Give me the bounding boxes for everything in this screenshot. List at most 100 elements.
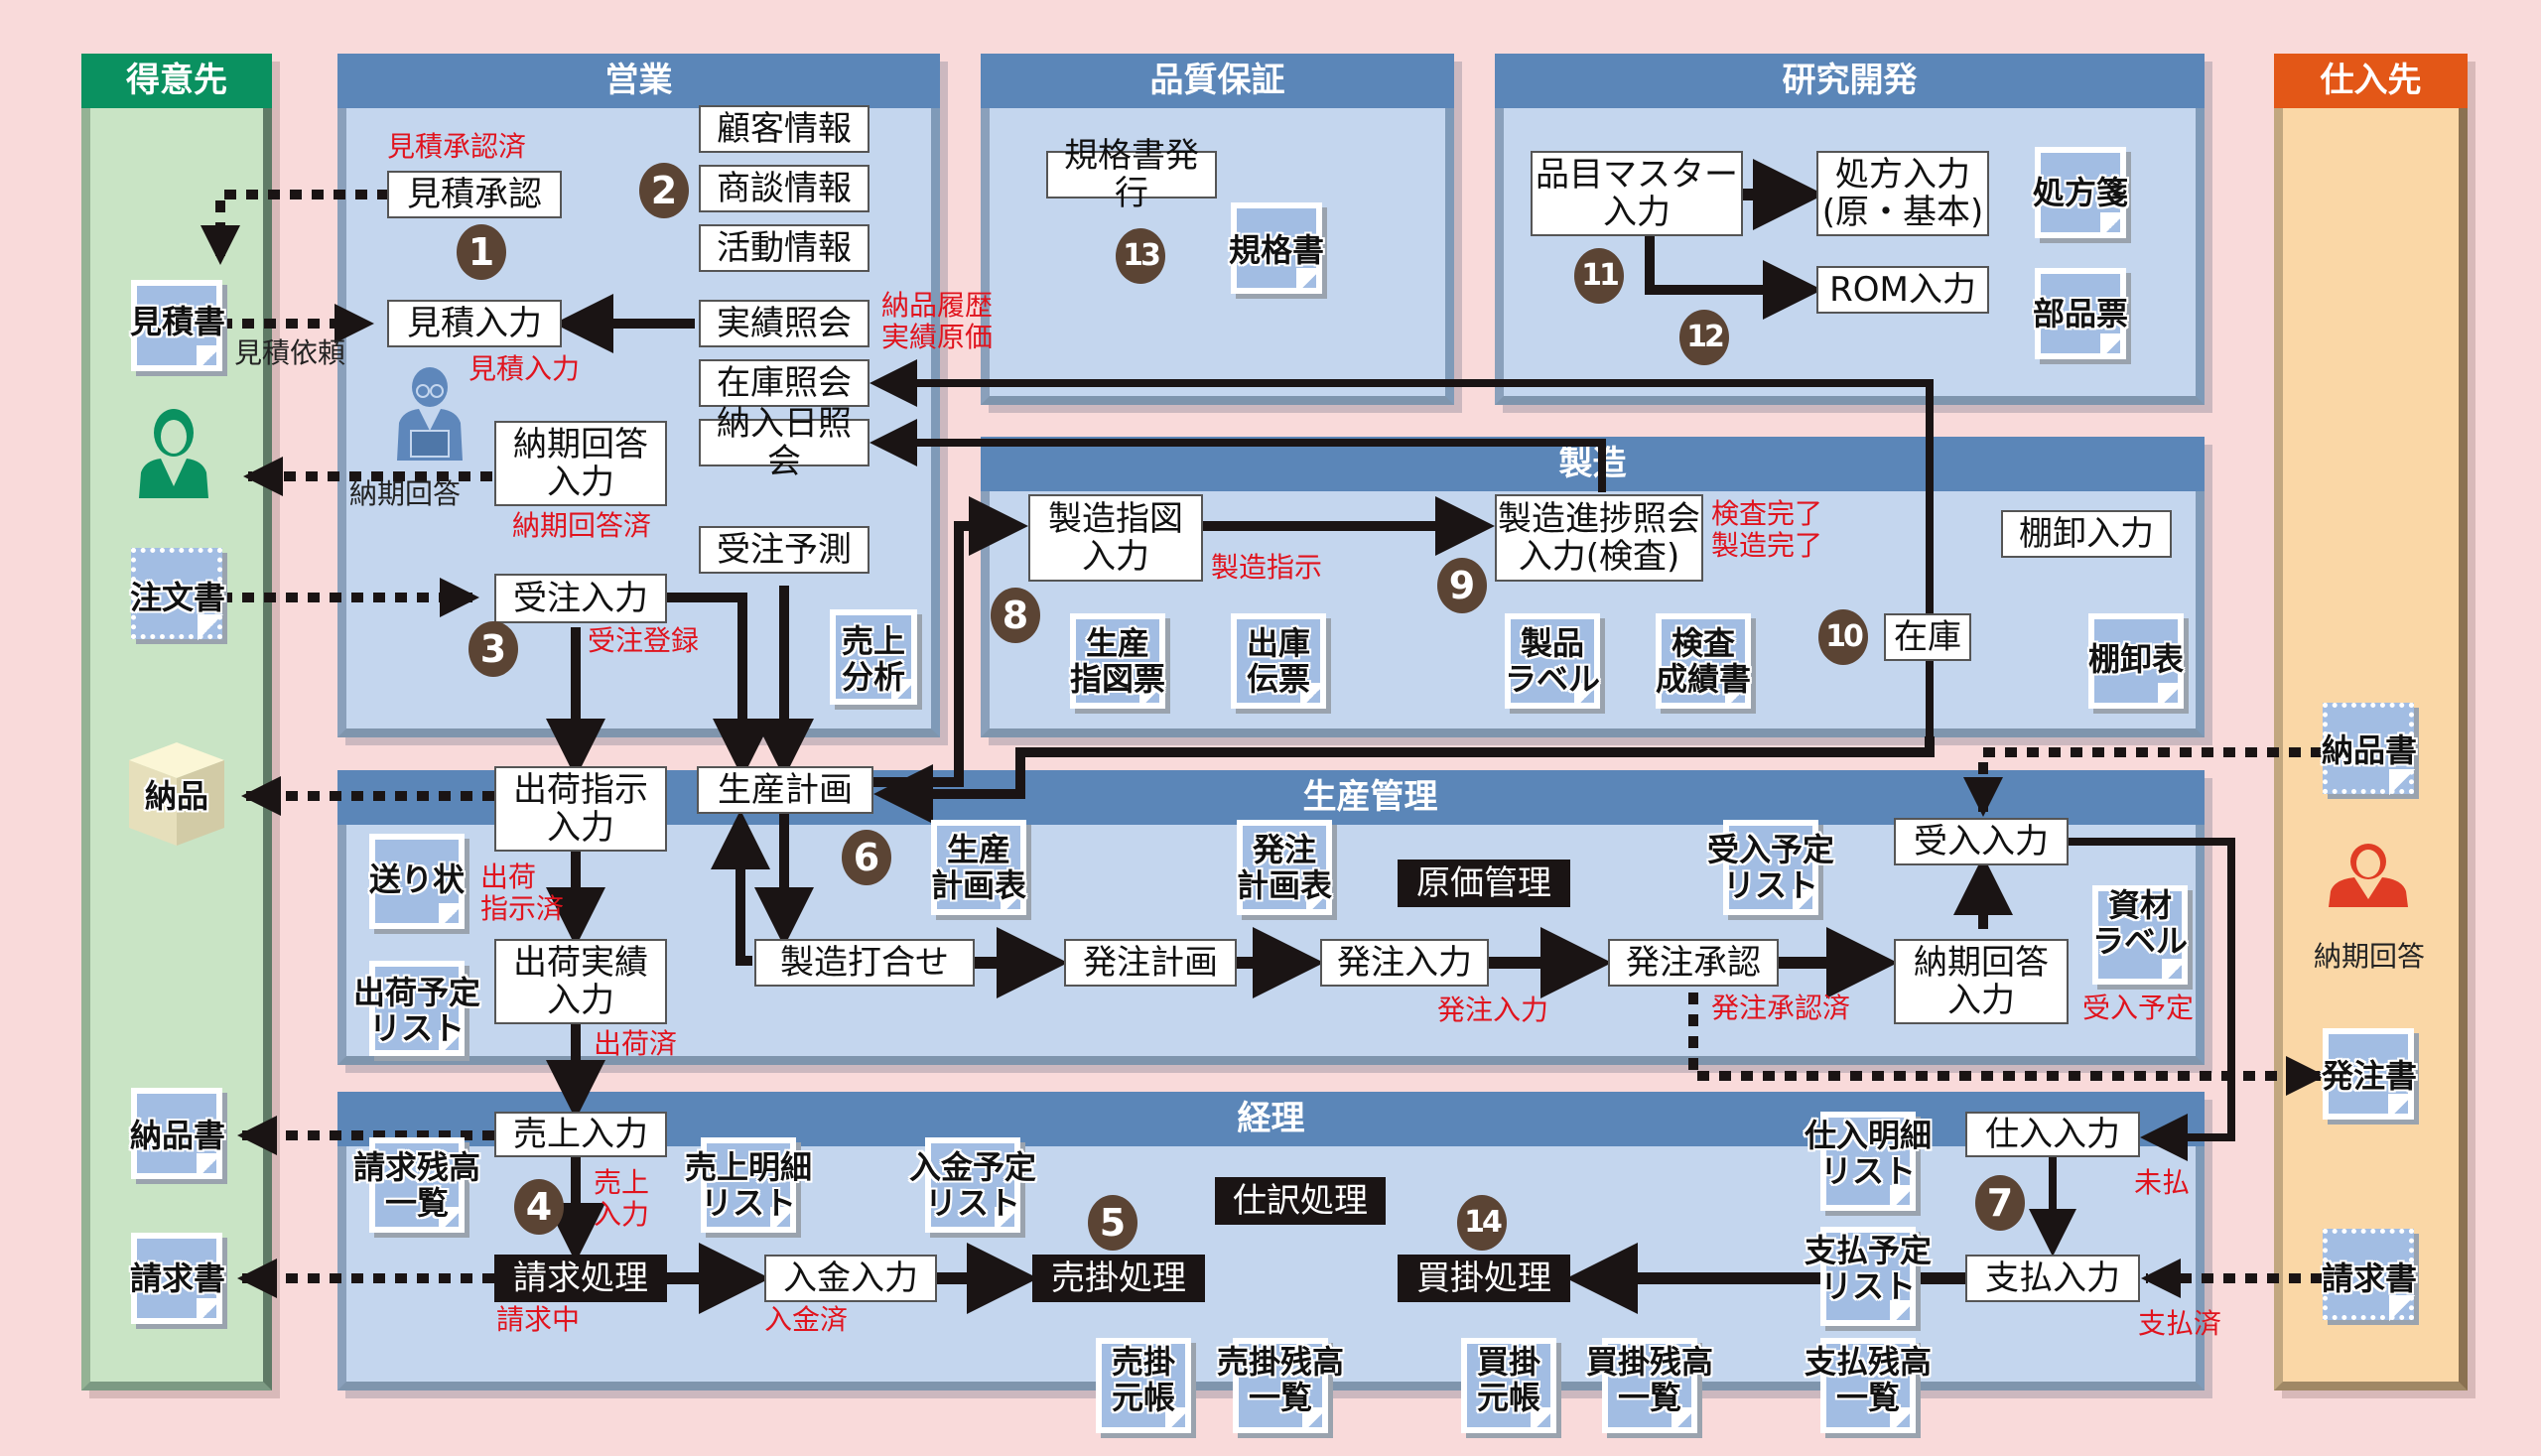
box-order-forecast[interactable]: 受注予測 [699,526,869,574]
box-billing[interactable]: 請求処理 [494,1255,667,1302]
doc-purchase-order-supplier-label: 発注書 [2321,1057,2417,1095]
doc-stocktake-sheet-label: 棚卸表 [2087,640,2184,678]
box-cost-management[interactable]: 原価管理 [1398,860,1570,907]
box-production-plan[interactable]: 生産計画 [697,766,873,814]
doc-packing-slip [369,834,465,929]
doc-payment-balance-label: 支払残高 一覧 [1804,1343,1932,1416]
status-estimate-entered: 見積入力 [468,352,581,385]
lane-supplier-title: 仕入先 [2274,54,2468,108]
lane-quality: 品質保証 [981,54,1454,405]
box-delivery-answer-input-po[interactable]: 納期回答 入力 [1894,939,2069,1024]
doc-delivery-note-customer-label: 納品書 [129,1117,225,1154]
box-payment-receipt[interactable]: 入金入力 [764,1255,937,1302]
doc-po-schedule [1237,820,1332,915]
box-shipping-result[interactable]: 出荷実績 入力 [494,939,667,1024]
box-delivery-answer-input[interactable]: 納期回答 入力 [494,421,667,506]
lane-sales-title: 営業 [337,54,940,108]
status-paid: 支払済 [2138,1307,2222,1340]
step-badge-2: 2 [639,163,689,218]
status-mfg-instruction: 製造指示 [1211,551,1323,584]
step-badge-11: 11 [1574,248,1624,304]
box-mfg-meeting[interactable]: 製造打合せ [754,939,975,987]
lane-customer: 得意先 [81,54,272,1390]
label-supplier-delivery-answer: 納期回答 [2313,940,2425,973]
box-deal-info[interactable]: 商談情報 [699,165,869,212]
doc-invoice-customer [131,1233,222,1324]
box-mfg-order-input[interactable]: 製造指図 入力 [1028,494,1203,582]
doc-receipt-schedule-list-label: 入金予定 リスト [908,1148,1036,1222]
step-badge-7: 7 [1975,1175,2025,1231]
box-po-input[interactable]: 発注入力 [1320,939,1489,987]
box-po-plan[interactable]: 発注計画 [1064,939,1237,987]
step-badge-14: 14 [1457,1195,1507,1251]
step-badge-8: 8 [991,588,1040,643]
step-badge-1: 1 [457,224,506,280]
box-recipe-input[interactable]: 処方入力 (原・基本) [1816,151,1989,236]
box-receiving-input[interactable]: 受入入力 [1894,818,2069,865]
doc-invoice-supplier [2323,1229,2415,1321]
doc-issue-slip [1231,613,1326,709]
doc-delivery-note-supplier-label: 納品書 [2321,731,2417,769]
supplier-person-icon [2329,844,2408,907]
status-po-entered: 発注入力 [1437,993,1549,1026]
box-rom-input[interactable]: ROM入力 [1816,266,1989,314]
box-estimate-approval[interactable]: 見積承認 [387,171,562,218]
box-journal-processing[interactable]: 仕訳処理 [1215,1177,1386,1225]
box-stocktake-input[interactable]: 棚卸入力 [2001,510,2172,558]
doc-billing-balance [369,1137,465,1233]
doc-sales-analysis [830,609,917,705]
step-badge-5: 5 [1088,1195,1137,1251]
delivery-box-icon [129,742,224,846]
step-badge-3: 3 [468,621,518,677]
label-estimate-request: 見積依頼 [234,336,346,369]
box-stock-inquiry[interactable]: 在庫照会 [699,359,869,407]
doc-purchase-order-supplier [2323,1028,2414,1120]
status-receipt-scheduled: 受入予定 [2082,992,2195,1024]
doc-inspection-report [1656,613,1751,709]
box-spec-issue[interactable]: 規格書発行 [1046,137,1217,212]
box-po-approval[interactable]: 発注承認 [1608,939,1779,987]
doc-ar-ledger [1096,1338,1191,1433]
doc-estimate-label: 見積書 [129,303,225,340]
box-progress-input[interactable]: 製造進捗照会 入力(検査) [1495,494,1703,582]
doc-material-label [2092,885,2188,985]
doc-purchase-order-customer [131,548,223,640]
doc-ar-balance-label: 売掛残高 一覧 [1216,1343,1344,1416]
step-badge-9: 9 [1437,558,1487,613]
box-ap-processing[interactable]: 買掛処理 [1398,1255,1570,1302]
box-activity-info[interactable]: 活動情報 [699,224,869,272]
box-item-master-input[interactable]: 品目マスター 入力 [1531,151,1743,236]
status-inspection-done: 検査完了 製造完了 [1711,497,1823,562]
doc-mfg-order-slip-label: 生産 指図票 [1069,624,1165,698]
box-order-input[interactable]: 受注入力 [494,574,667,623]
doc-po-schedule-label: 発注 計画表 [1236,831,1332,904]
box-estimate-input[interactable]: 見積入力 [387,300,562,347]
box-sales-input[interactable]: 売上入力 [494,1112,667,1157]
box-receipt-date-inquiry[interactable]: 納入日照会 [699,405,869,480]
label-delivery-answer-customer: 納期回答 [349,477,462,510]
doc-sales-detail [701,1137,796,1233]
status-delivery-answered: 納期回答済 [512,509,652,542]
doc-ar-balance [1233,1338,1328,1433]
status-po-approved: 発注承認済 [1711,992,1851,1024]
box-customer-info[interactable]: 顧客情報 [699,105,869,153]
box-inventory[interactable]: 在庫 [1884,613,1971,661]
doc-receipt-schedule [1723,820,1818,915]
box-results-inquiry[interactable]: 実績照会 [699,300,869,347]
doc-payment-schedule-label: 支払予定 リスト [1804,1232,1932,1305]
box-shipping-instruction[interactable]: 出荷指示 入力 [494,766,667,852]
doc-bom-label: 部品票 [2032,295,2128,332]
doc-payment-schedule [1820,1227,1916,1326]
label-delivery: 納品 [144,777,208,815]
box-ar-processing[interactable]: 売掛処理 [1032,1255,1205,1302]
status-results-note: 納品履歴 実績原価 [881,289,994,353]
doc-spec-label: 規格書 [1228,231,1324,269]
doc-material-label-label: 資材 ラベル [2091,886,2188,960]
doc-production-schedule [931,820,1026,915]
doc-purchase-order-customer-label: 注文書 [129,579,225,616]
doc-ap-ledger-label: 買掛 元帳 [1476,1343,1540,1416]
box-purchase-input[interactable]: 仕入入力 [1965,1112,2140,1157]
box-payment-input[interactable]: 支払入力 [1965,1255,2140,1302]
doc-payment-balance [1820,1338,1916,1433]
lane-manufacturing-title: 製造 [981,437,2205,491]
